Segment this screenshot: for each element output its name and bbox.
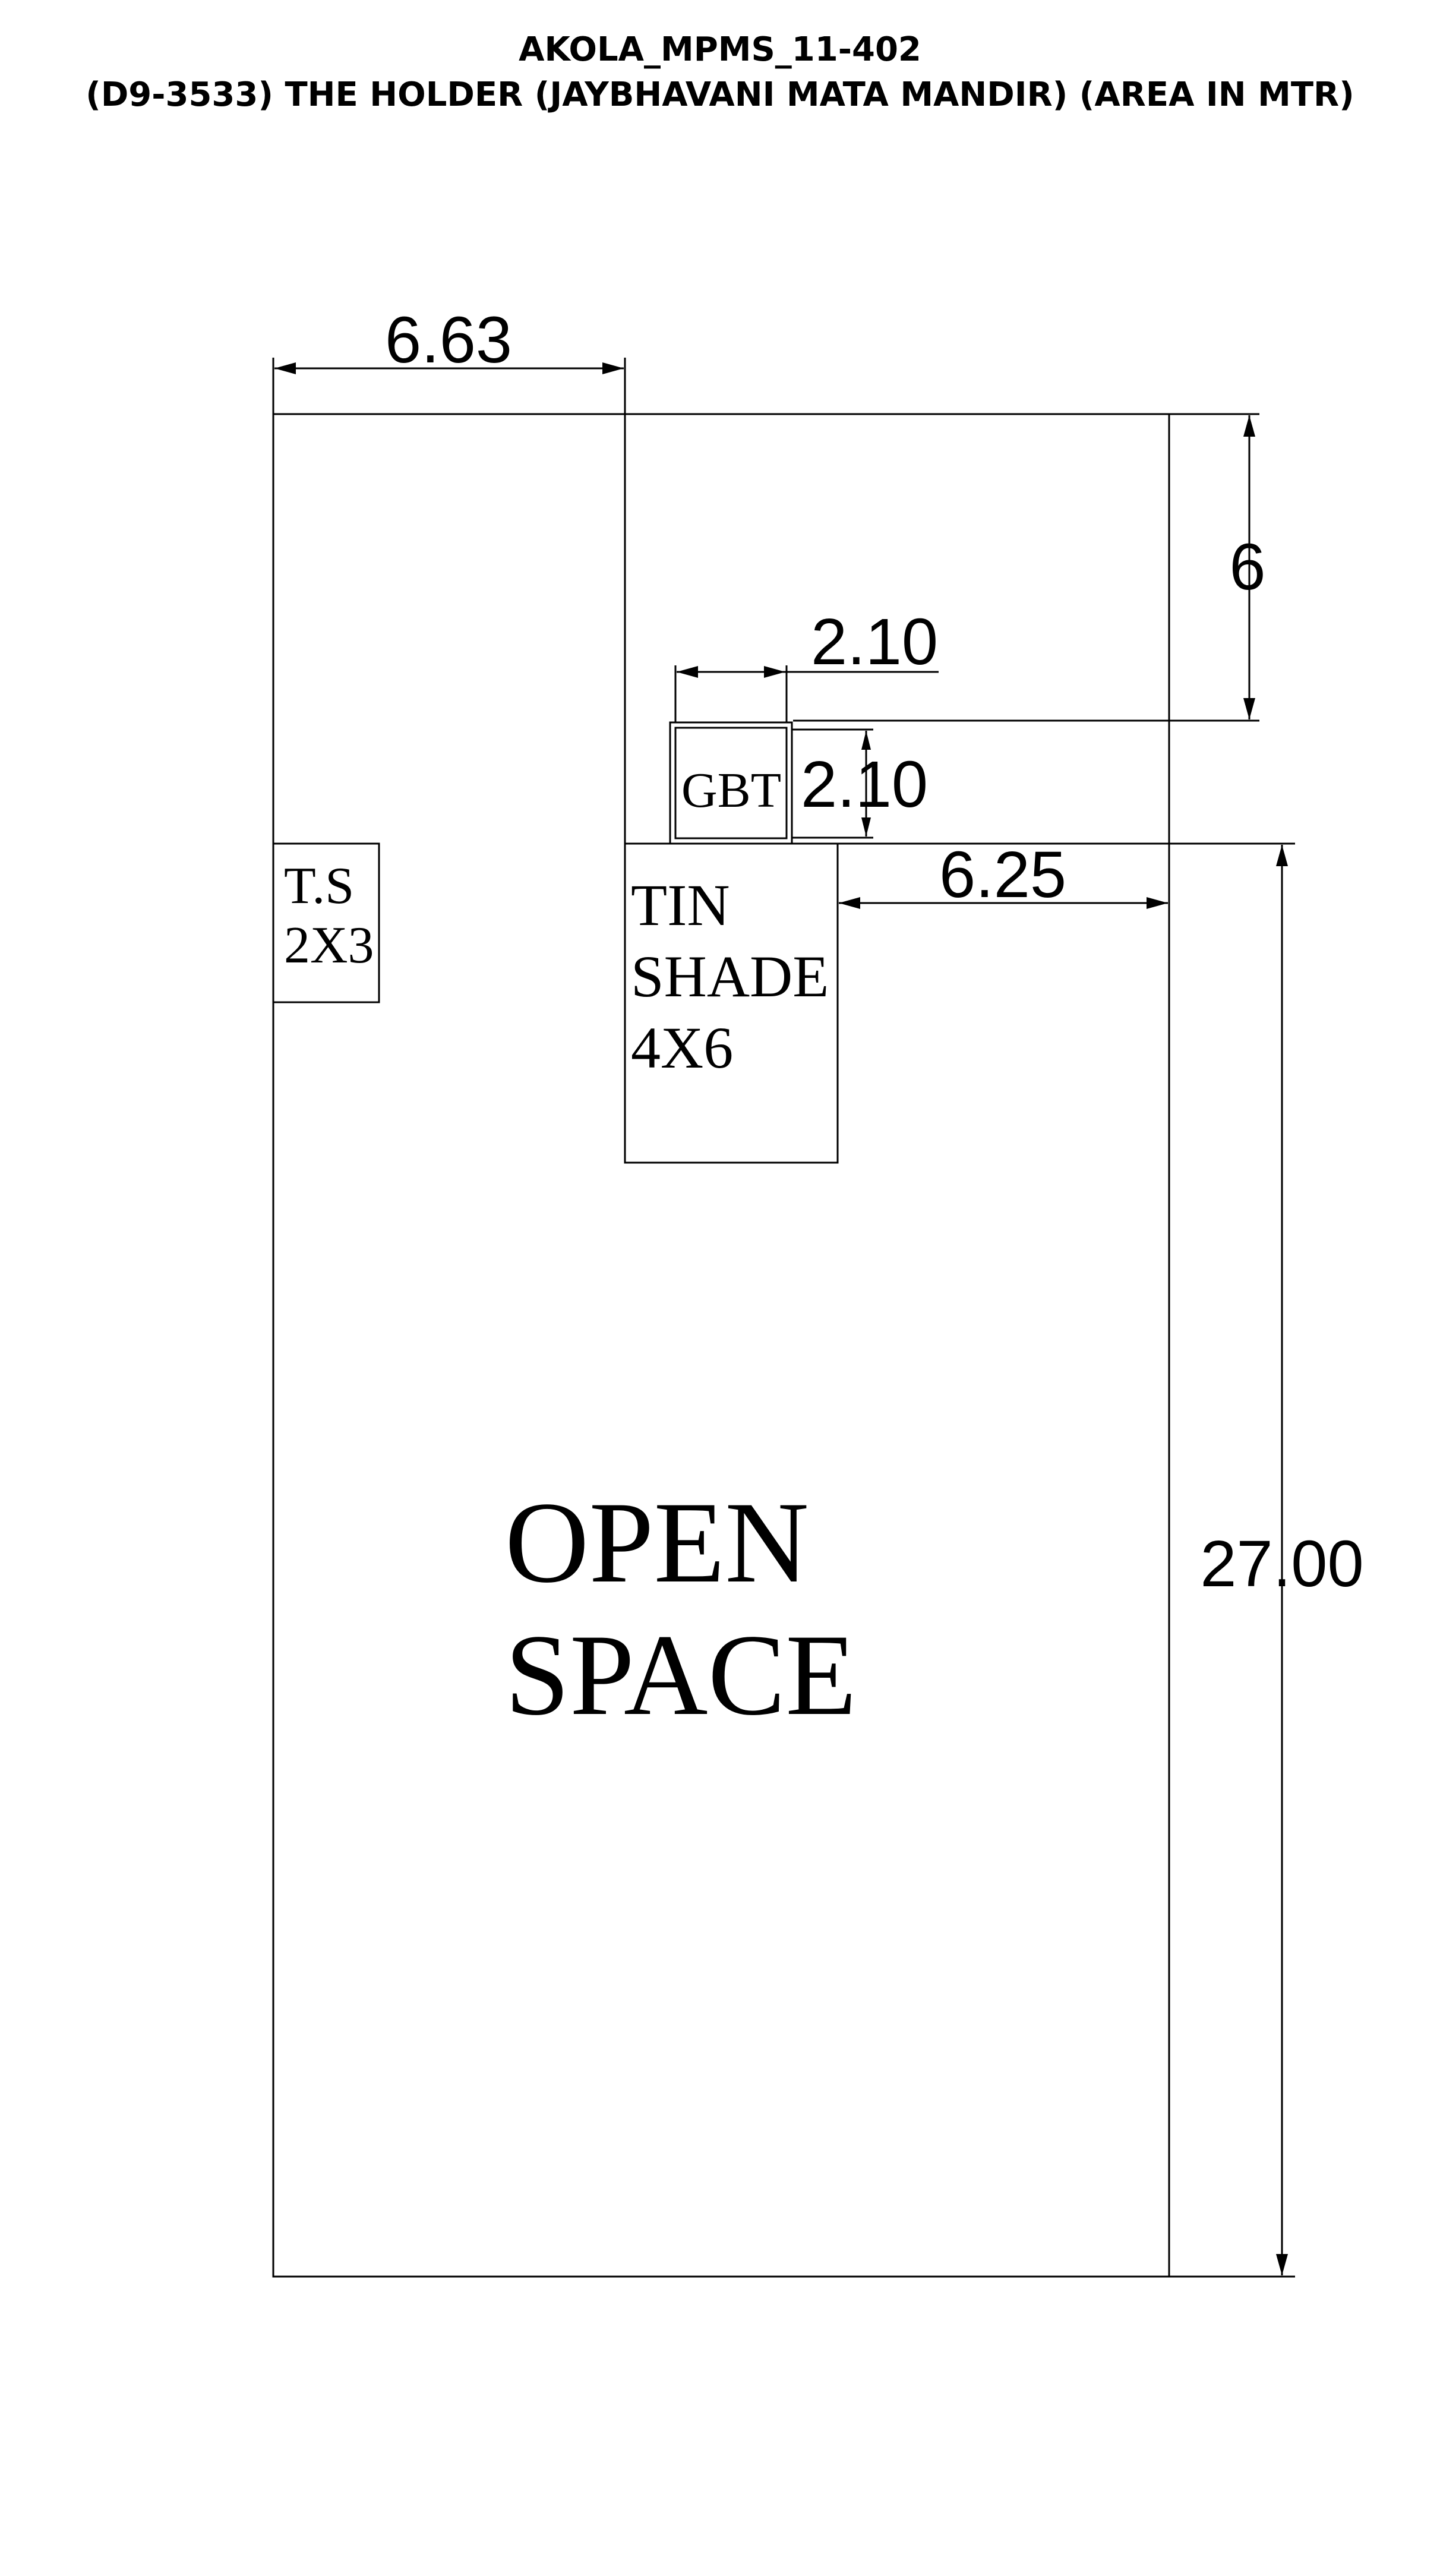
drawing-title-line1: AKOLA_MPMS_11-402 [519,30,921,69]
dimension-right-upper: 6 [1169,413,1266,719]
dimension-gbt-width: 2.10 [674,605,939,722]
tin-shade-label-line3: 4X6 [631,1015,733,1081]
dimension-gbt-width-label: 2.10 [811,605,938,678]
dimension-gbt-height-label: 2.10 [801,748,928,821]
ts-room-label-line2: 2X3 [284,917,374,974]
drawing-title-line2: (D9-3533) THE HOLDER (JAYBHAVANI MATA MA… [86,75,1354,114]
gbt-room-label: GBT [681,763,781,818]
dimension-top-width-label: 6.63 [385,304,512,377]
dimension-right-mid-width: 6.25 [839,838,1168,911]
dimension-right-mid-width-label: 6.25 [939,838,1066,911]
tin-shade-label-line2: SHADE [631,943,829,1009]
tin-shade-label-line1: TIN [631,872,730,938]
gbt-room-inner [674,727,788,839]
open-space-label-line1: OPEN [505,1478,809,1607]
tin-shade-room [624,842,839,1164]
dimension-right-length: 27.00 [1169,845,1364,2278]
ts-room [272,842,380,1003]
ts-room-label-line1: T.S [284,857,354,915]
plot-boundary [272,413,1170,2278]
dimension-top-width: 6.63 [272,304,626,414]
dimension-right-upper-label: 6 [1229,531,1265,604]
open-space-label-line2: SPACE [505,1611,857,1740]
dimension-right-length-label: 27.00 [1200,1527,1363,1600]
dimension-gbt-height: 2.10 [792,728,928,839]
